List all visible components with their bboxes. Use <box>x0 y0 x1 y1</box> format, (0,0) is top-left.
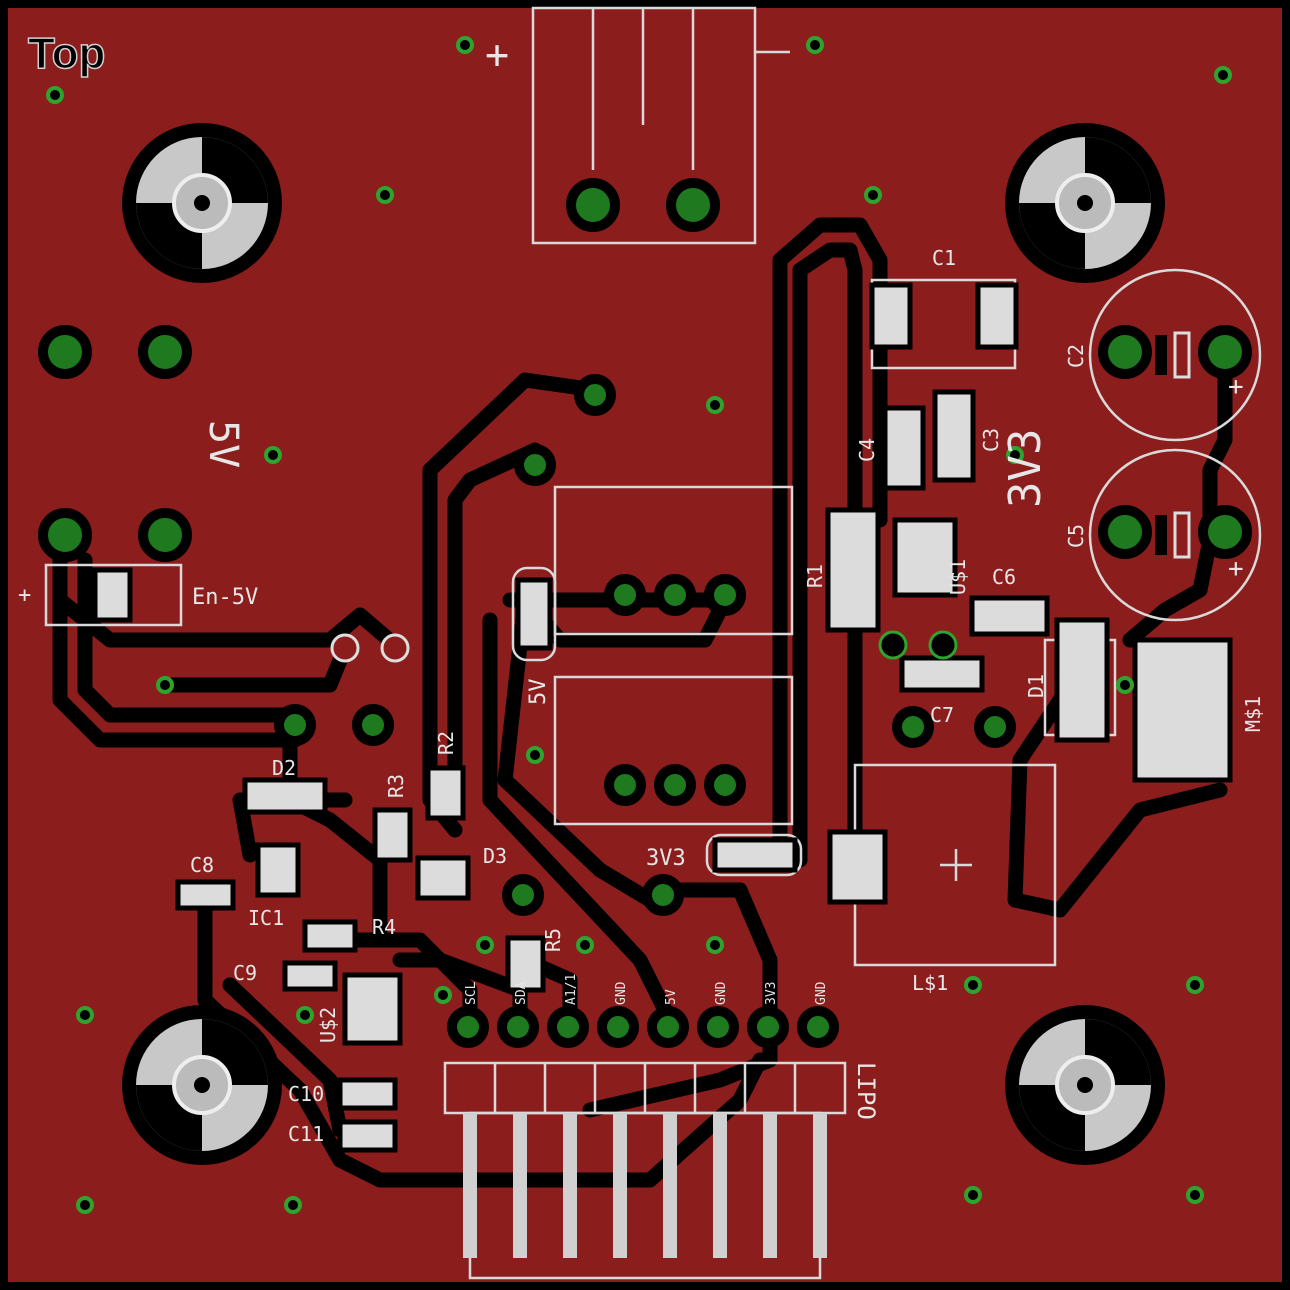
header-pin-label-5: 5V <box>664 989 679 1005</box>
refdes-c7: C7 <box>930 703 954 727</box>
header-pin-label-8: GND <box>814 981 829 1005</box>
mounting-hole-tl <box>122 123 282 283</box>
refdes-ic1: IC1 <box>248 906 284 930</box>
header-pin-label-4: GND <box>614 981 629 1005</box>
mounting-holes <box>122 123 1165 1165</box>
refdes-c6: C6 <box>992 565 1016 589</box>
refdes-us2: U$2 <box>316 1007 340 1043</box>
header-pin-label-2: SDA <box>514 981 529 1005</box>
refdes-c9: C9 <box>233 961 257 985</box>
silkscreen-labels: Top 5V 3V3 En-5V + C1 C2 C3 C4 C5 C6 C7 … <box>18 28 1265 1146</box>
mounting-hole-bl <box>122 1005 282 1165</box>
refdes-ls1: L$1 <box>912 971 948 995</box>
c5-body <box>1155 511 1191 559</box>
refdes-c3: C3 <box>979 428 1003 452</box>
header-pin-label-7: 3V3 <box>764 982 779 1005</box>
smd-pads <box>92 282 1233 1153</box>
jack-plus-label: + <box>485 32 509 78</box>
label-en-plus: + <box>18 583 31 608</box>
vias <box>46 36 1232 1214</box>
refdes-c11: C11 <box>288 1122 324 1146</box>
c2-body <box>1155 331 1191 379</box>
label-en-5v: En-5V <box>192 585 258 610</box>
refdes-r5: R5 <box>541 928 565 952</box>
refdes-r1: R1 <box>803 564 827 588</box>
c5-outline <box>1088 448 1262 622</box>
led-5v-label: 5V <box>526 679 551 706</box>
refdes-c8: C8 <box>190 853 214 877</box>
c5-plus-label: + <box>1228 554 1244 584</box>
label-5v-big: 5V <box>200 420 246 468</box>
header-pins <box>463 1113 827 1258</box>
refdes-r2: R2 <box>434 731 458 755</box>
refdes-c10: C10 <box>288 1082 324 1106</box>
refdes-us1: U$1 <box>946 559 970 595</box>
refdes-d1: D1 <box>1024 674 1048 698</box>
refdes-c2: C2 <box>1064 344 1088 368</box>
refdes-r3: R3 <box>384 774 408 798</box>
label-3v3-big: 3V3 <box>1000 429 1051 508</box>
layer-label: Top <box>28 29 105 78</box>
mounting-hole-br <box>1005 1005 1165 1165</box>
header-pin-label-3: A1/1 <box>564 974 579 1005</box>
refdes-c5: C5 <box>1064 524 1088 548</box>
refdes-d2: D2 <box>272 756 296 780</box>
header-pin-label-6: GND <box>714 981 729 1005</box>
refdes-c1: C1 <box>932 246 956 270</box>
mounting-hole-tr <box>1005 123 1165 283</box>
refdes-lipo: LIPO <box>852 1062 880 1120</box>
refdes-d3: D3 <box>483 844 507 868</box>
header-pin-label-1: SCL <box>464 981 479 1005</box>
c2-outline <box>1088 268 1262 442</box>
refdes-r4: R4 <box>372 915 396 939</box>
refdes-ms1: M$1 <box>1241 696 1265 732</box>
c2-plus-label: + <box>1228 372 1244 402</box>
led-3v3-label: 3V3 <box>646 846 686 871</box>
refdes-c4: C4 <box>855 438 879 462</box>
through-hole-pads <box>38 178 1252 1048</box>
dc-jack: + <box>485 6 790 245</box>
